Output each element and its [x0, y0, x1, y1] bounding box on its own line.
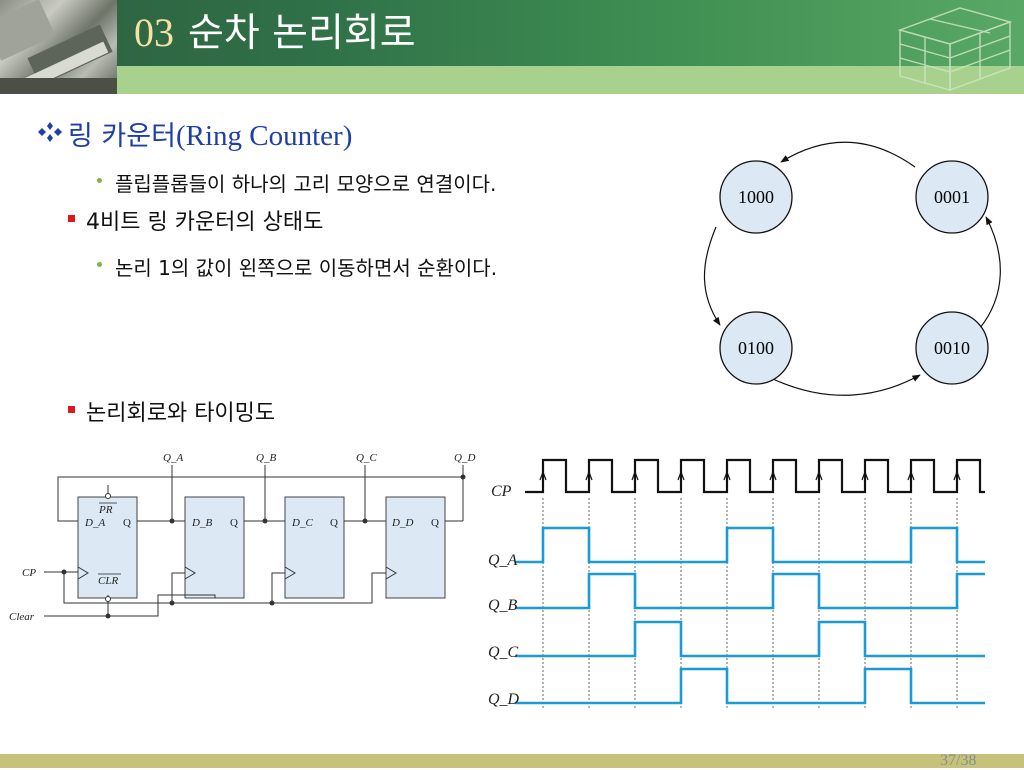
cp-input-label: CP	[22, 567, 36, 579]
clear-input-label: Clear	[9, 611, 35, 623]
signal-label-qd: Q_D	[488, 691, 520, 708]
ff-q-label: Q	[123, 517, 131, 529]
ff-clr-label: CLR	[98, 575, 118, 587]
ff-d-label: D_B	[191, 517, 212, 529]
signal-label-qb: Q_B	[488, 597, 518, 614]
output-label-qd: Q_D	[454, 452, 475, 464]
ff-pr-label: PR	[98, 504, 113, 516]
bullet-square-icon	[68, 406, 75, 413]
timing-diagram: CP Q_A Q_B Q_C Q_D	[488, 458, 985, 708]
signal-label-qa: Q_A	[488, 552, 518, 569]
clock-edge-arrow	[677, 470, 685, 481]
state-node: 0100	[719, 311, 793, 385]
state-label: 0010	[934, 338, 970, 358]
bullet-square-icon	[68, 215, 75, 222]
bullet-dot-icon	[97, 262, 102, 267]
transition-arrow	[979, 216, 1001, 329]
state-node: 0010	[915, 311, 989, 385]
heading-korean: 링 카운터	[68, 121, 176, 152]
title-number: 03	[134, 10, 174, 55]
signal-waveform-qa	[515, 526, 985, 564]
clock-edge-arrow	[539, 470, 547, 481]
clock-waveform	[525, 458, 985, 494]
ring-counter-circuit: Q_A Q_B Q_C Q_D PR D_A Q CLR D_B Q D_C Q…	[9, 452, 475, 623]
ff-d-label: D_C	[291, 517, 313, 529]
bullet-text: 논리 1의 값이 왼쪽으로 이동하면서 순환이다.	[115, 256, 498, 280]
state-diagram: 1000 0001 0100 0010	[703, 141, 1001, 396]
state-label: 0001	[934, 187, 970, 207]
clock-edge-arrow	[953, 470, 961, 481]
transition-arrow	[780, 141, 916, 168]
state-node: 0001	[915, 160, 989, 234]
clock-edge-arrow	[769, 470, 777, 481]
signal-waveform-qc	[515, 620, 985, 658]
clock-edge-arrow	[861, 470, 869, 481]
bullet-dot-icon	[97, 178, 102, 183]
output-label-qb: Q_B	[256, 452, 276, 464]
ff-d-label: D_A	[84, 517, 105, 529]
clock-edge-arrow	[585, 470, 593, 481]
clock-edge-arrow	[723, 470, 731, 481]
ff-q-label: Q	[330, 517, 338, 529]
signal-waveform-qd	[515, 667, 985, 705]
footer-bar	[0, 754, 1024, 768]
diamond-quad-bullet-icon	[38, 122, 62, 142]
page-number: 37/38	[940, 752, 977, 769]
ff-d-label: D_D	[391, 517, 413, 529]
clock-edge-arrow	[631, 470, 639, 481]
output-label-qa: Q_A	[163, 452, 183, 464]
title-text: 순차 논리회로	[188, 11, 416, 56]
brick-decoration	[897, 7, 1013, 92]
ff-q-label: Q	[230, 517, 238, 529]
bullet-text: 플립플롭들이 하나의 고리 모양으로 연결이다.	[115, 172, 497, 196]
output-label-qc: Q_C	[356, 452, 377, 464]
state-label: 1000	[738, 187, 774, 207]
signal-waveform-qb	[515, 572, 985, 610]
heading-english: (Ring Counter)	[175, 120, 353, 152]
transition-arrow	[772, 374, 921, 396]
header-light-strip	[117, 66, 1024, 94]
signal-label-qc: Q_C	[488, 644, 519, 661]
state-label: 0100	[738, 338, 774, 358]
slide-header: 03 순차 논리회로	[0, 0, 1024, 94]
ff-q-label: Q	[431, 517, 439, 529]
clock-edge-arrow	[907, 470, 915, 481]
slide-title: 03 순차 논리회로	[134, 6, 416, 61]
header-photo-decoration	[0, 0, 117, 94]
state-node: 1000	[719, 160, 793, 234]
bullet-text: 논리회로와 타이밍도	[86, 401, 276, 426]
transition-arrow	[703, 226, 721, 326]
section-heading: 링 카운터(Ring Counter)	[38, 114, 352, 153]
clock-label: CP	[491, 483, 512, 500]
clock-edge-arrow	[815, 470, 823, 481]
bullet-text: 4비트 링 카운터의 상태도	[86, 210, 324, 235]
